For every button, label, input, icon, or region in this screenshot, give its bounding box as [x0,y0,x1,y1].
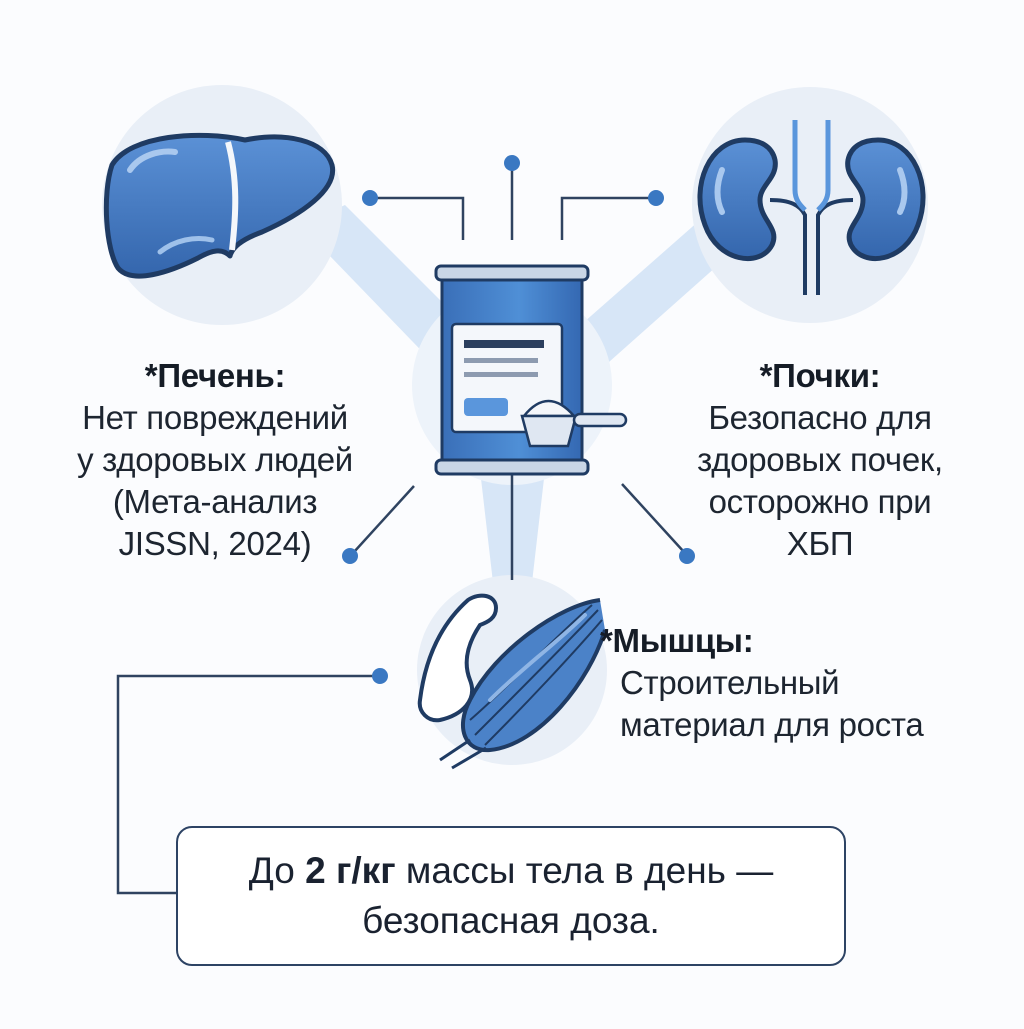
connector-top-left [372,196,465,240]
dot-bottom-left [342,548,358,564]
muscle-title: *Мышцы: [600,622,754,659]
connector-top-right [560,196,654,240]
muscle-label: *Мышцы: Строительный материал для роста [600,620,970,746]
connector-dose [116,674,378,895]
liver-line-1: Нет повреждений [82,399,348,436]
liver-line-2: у здоровых людей [77,441,353,478]
connector-bottom-right [621,483,685,553]
liver-line-4: JISSN, 2024) [118,525,312,562]
beam-kidney [575,220,735,370]
liver-line-3: (Мета-анализ [112,483,318,520]
dose-highlight: 2 г/кг [305,850,396,891]
liver-icon [103,132,336,279]
dose-prefix: До [248,850,306,891]
dot-muscle [372,668,388,684]
connectors [116,163,685,895]
kidney-label: *Почки: Безопасно для здоровых почек, ос… [650,355,990,565]
kidney-line-2: здоровых почек, [697,441,943,478]
muscle-line-1: Строительный [620,664,840,701]
dot-top-left [362,190,378,206]
kidneys-icon [697,120,926,295]
dot-bottom-right [679,548,695,564]
dot-top-right [648,190,664,206]
dose-box: До 2 г/кг массы тела в день — безопасная… [176,826,846,966]
liver-label: *Печень: Нет повреждений у здоровых люде… [40,355,390,565]
kidney-title: *Почки: [759,357,881,394]
connector-dots [342,155,695,684]
liver-title: *Печень: [144,357,286,394]
dose-line-2: безопасная доза. [362,900,660,941]
protein-powder-can-icon [434,264,628,476]
connector-bottom-left [353,485,415,553]
dot-top [504,155,520,171]
kidney-line-1: Безопасно для [708,399,932,436]
muscle-line-2: материал для роста [620,706,924,743]
kidney-line-3: осторожно при [708,483,932,520]
flexed-arm-muscle-icon [417,593,607,770]
dose-suffix: массы тела в день — [395,850,774,891]
beam-liver [300,205,470,370]
dose-line-1: До 2 г/кг массы тела в день — [249,846,773,896]
kidney-line-4: ХБП [786,525,854,562]
